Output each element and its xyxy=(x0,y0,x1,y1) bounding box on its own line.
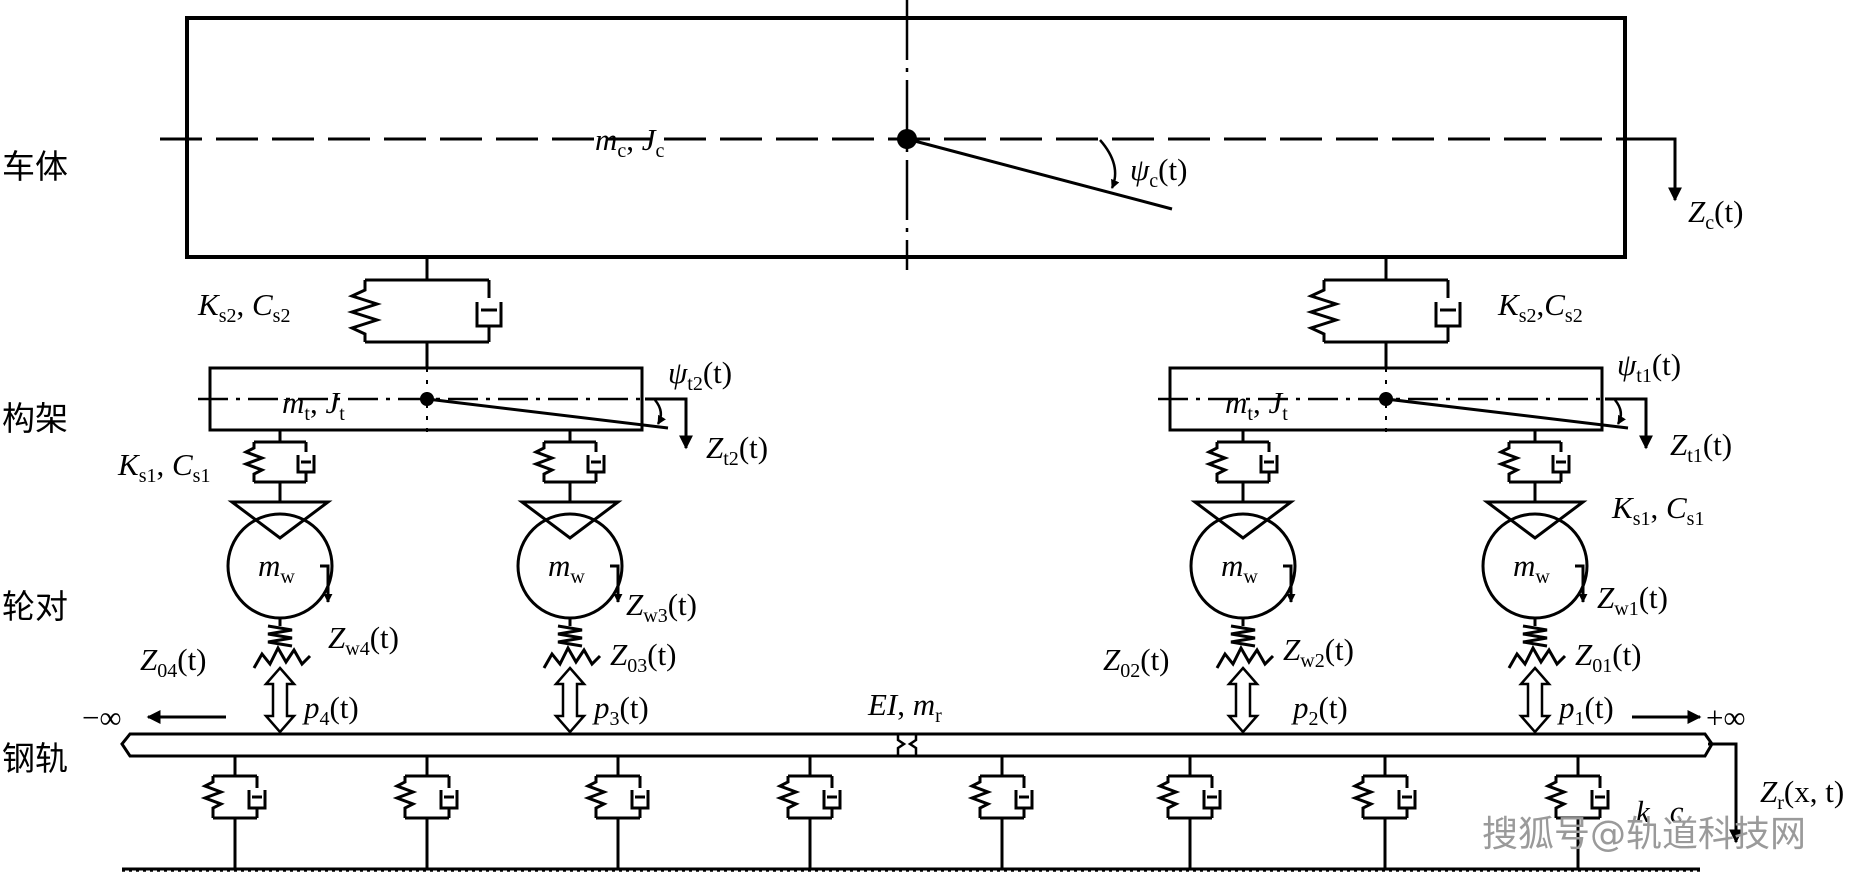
svg-text:Z03(t): Z03(t) xyxy=(610,637,677,677)
bogie-left-pitch-label: ψt2(t) xyxy=(668,355,732,395)
rail-beam xyxy=(120,732,1714,758)
neg-inf-label: −∞ xyxy=(82,700,122,735)
rail-support-2 xyxy=(392,756,459,869)
bogie-right-mass-label: mt, Jt xyxy=(1225,385,1288,425)
secondary-suspension-right xyxy=(1306,257,1462,368)
svg-text:p2(t): p2(t) xyxy=(1291,690,1348,730)
wheelset-layer: mwZw4(t)Z04(t)p4(t)mwZw3(t)Z03(t)p3(t)mw… xyxy=(140,430,1668,734)
svg-text:mw: mw xyxy=(548,548,585,588)
carbody-bounce-label: Zc(t) xyxy=(1688,194,1743,234)
primary-suspension-right-label: Ks1, Cs1 xyxy=(1611,490,1704,530)
carbody: mc, Jc ψc(t) Zc(t) xyxy=(160,0,1743,270)
label-wheelset: 轮对 xyxy=(2,587,68,626)
bogie-left-bounce-label: Zt2(t) xyxy=(706,430,768,470)
rail xyxy=(120,710,1743,872)
rail-support-4 xyxy=(775,756,842,869)
carbody-bounce-arrow xyxy=(1640,137,1682,202)
rail-support-7 xyxy=(1350,756,1417,869)
rail-support-3 xyxy=(583,756,650,869)
bogie-right-pitch-label: ψt1(t) xyxy=(1617,347,1681,387)
rail-support-6 xyxy=(1155,756,1222,869)
secondary-suspension-left xyxy=(347,257,503,368)
svg-text:Zw3(t): Zw3(t) xyxy=(626,587,697,627)
svg-text:Z02(t): Z02(t) xyxy=(1103,642,1170,682)
rail-joint-icon xyxy=(896,734,918,756)
rail-support-8 xyxy=(1543,756,1610,869)
svg-text:p1(t): p1(t) xyxy=(1557,690,1614,730)
svg-text:Zw1(t): Zw1(t) xyxy=(1597,580,1668,620)
svg-text:mw: mw xyxy=(1513,548,1550,588)
secondary-suspension-right-label: Ks2,Cs2 xyxy=(1497,287,1583,327)
label-rail: 钢轨 xyxy=(2,739,68,778)
carbody-pitch-arc xyxy=(1099,139,1120,189)
bogie-right-bounce-label: Zt1(t) xyxy=(1670,427,1732,467)
watermark: 搜狐号@轨道科技网 xyxy=(1482,814,1806,855)
rail-support-5 xyxy=(967,756,1034,869)
rail-beam-label: EI, mr xyxy=(867,687,942,727)
secondary-suspension-left-label: Ks2, Cs2 xyxy=(197,287,290,327)
label-carbody: 车体 xyxy=(2,147,68,186)
bogie-left xyxy=(198,366,693,450)
svg-text:mw: mw xyxy=(258,548,295,588)
bogie-left-mass-label: mt, Jt xyxy=(282,385,345,425)
pos-inf-label: +∞ xyxy=(1706,700,1746,735)
bogie-right xyxy=(1158,366,1653,450)
carbody-pitch-label: ψc(t) xyxy=(1130,152,1187,192)
svg-text:mw: mw xyxy=(1221,548,1258,588)
rail-support-1 xyxy=(200,756,267,869)
rail-supports xyxy=(200,756,1610,869)
svg-text:p4(t): p4(t) xyxy=(302,690,359,730)
svg-text:Z04(t): Z04(t) xyxy=(140,642,207,682)
svg-text:Zw4(t): Zw4(t) xyxy=(328,620,399,660)
primary-suspension-left-label: Ks1, Cs1 xyxy=(117,447,210,487)
carbody-pitch-line xyxy=(906,137,1173,211)
carbody-mass-label: mc, Jc xyxy=(595,122,665,162)
rail-disp-label: Zr(x, t) xyxy=(1760,774,1844,814)
rail-disp-arrow xyxy=(1708,742,1743,844)
svg-text:p3(t): p3(t) xyxy=(592,690,649,730)
svg-text:Z01(t): Z01(t) xyxy=(1575,637,1642,677)
label-bogie: 构架 xyxy=(2,399,68,438)
svg-text:Zw2(t): Zw2(t) xyxy=(1283,632,1354,672)
